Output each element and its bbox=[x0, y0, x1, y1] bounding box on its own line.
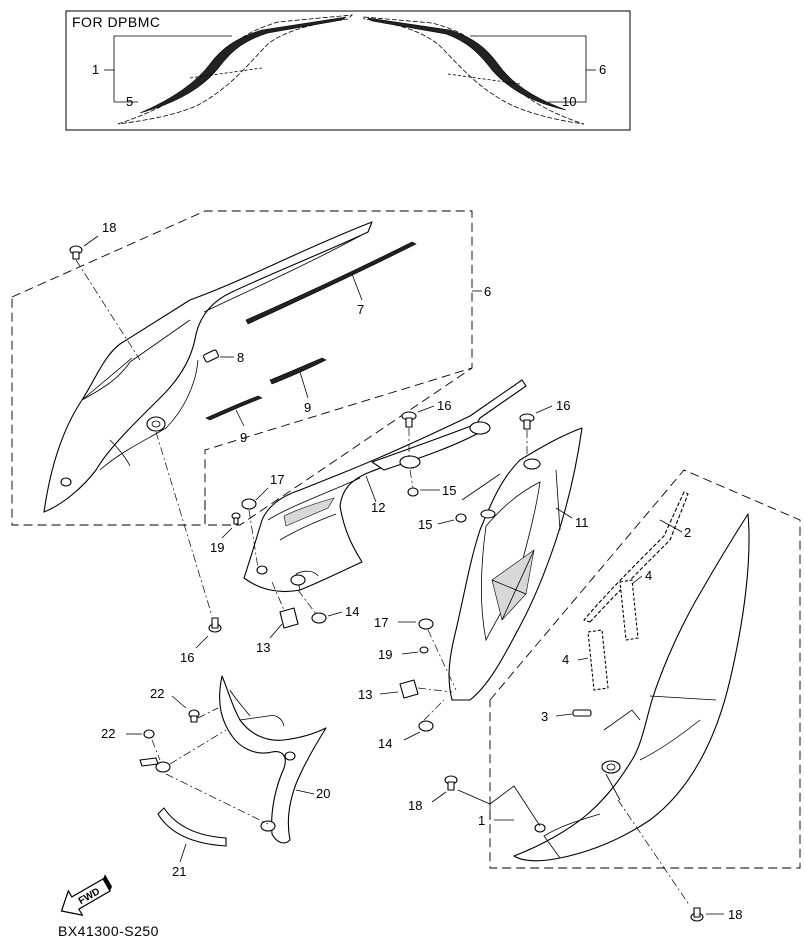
side-cover-upper-left bbox=[43, 221, 373, 513]
callout-16-c: 16 bbox=[180, 650, 194, 665]
callout-21: 21 bbox=[172, 864, 186, 879]
callout-4-a: 4 bbox=[645, 568, 652, 583]
clip-nut-13-b: 13 bbox=[358, 679, 453, 702]
bolt-16-b: 16 bbox=[519, 398, 570, 456]
callout-13-b: 13 bbox=[358, 687, 372, 702]
callout-1: 1 bbox=[478, 813, 485, 828]
bolt-16-a: 16 bbox=[401, 398, 451, 458]
callout-10: 10 bbox=[562, 94, 576, 109]
decal-9-a: 9 bbox=[269, 357, 327, 415]
bolt-16-lower: 16 bbox=[180, 617, 222, 665]
inset-decal-right bbox=[363, 16, 585, 125]
bolt-18-bottom: 18 bbox=[617, 799, 742, 922]
callout-20: 20 bbox=[316, 786, 330, 801]
decal-4-a: 4 bbox=[619, 568, 652, 641]
callout-1-group: 1 bbox=[478, 813, 514, 828]
inner-panel-11: 11 bbox=[448, 427, 589, 701]
decal-4-b: 4 bbox=[562, 629, 609, 691]
clip-22-b: 22 bbox=[101, 726, 161, 761]
decal-7: 7 bbox=[245, 241, 417, 325]
callout-3: 3 bbox=[541, 709, 548, 724]
decal-9-b: 9 bbox=[205, 395, 263, 445]
emblem-3: 3 bbox=[541, 709, 641, 731]
callout-14-a: 14 bbox=[345, 604, 359, 619]
fwd-label: FWD bbox=[77, 886, 102, 907]
callout-8: 8 bbox=[237, 350, 244, 365]
dashed-group-right bbox=[489, 469, 801, 869]
chain-line-16 bbox=[155, 431, 213, 617]
side-cover-lower-right bbox=[513, 513, 750, 862]
bolt-17-a: 17 bbox=[241, 472, 284, 569]
callout-19-b: 19 bbox=[378, 647, 392, 662]
callout-18-top: 18 bbox=[102, 220, 116, 235]
inset-box: FOR DPBMC 1 5 6 10 bbox=[65, 10, 631, 131]
screw-19-a: 19 bbox=[210, 512, 241, 555]
bolt-17-b: 17 bbox=[374, 615, 457, 691]
bracket-20: 20 bbox=[219, 675, 330, 844]
callout-15-a: 15 bbox=[442, 483, 456, 498]
grommet-lower-left bbox=[139, 729, 269, 825]
callout-18-mid: 18 bbox=[408, 798, 422, 813]
callout-22-a: 22 bbox=[150, 686, 164, 701]
dashed-group-upper: 6 bbox=[11, 210, 491, 526]
callout-6-inset: 6 bbox=[599, 62, 606, 77]
nut-15-a: 15 bbox=[407, 469, 456, 498]
inset-title: FOR DPBMC bbox=[72, 14, 161, 30]
callout-16-a: 16 bbox=[437, 398, 451, 413]
callout-19-a: 19 bbox=[210, 540, 224, 555]
callout-14-b: 14 bbox=[378, 736, 392, 751]
nut-15-b: 15 bbox=[418, 473, 501, 532]
clip-22-a: 22 bbox=[150, 686, 219, 723]
nut-14-a: 14 bbox=[297, 589, 359, 624]
callout-2: 2 bbox=[684, 525, 691, 540]
diagram-code: BX41300-S250 bbox=[58, 923, 159, 939]
grommet-hole-icon bbox=[146, 416, 166, 432]
bolt-18-mid: 18 bbox=[408, 775, 541, 827]
callout-17-a: 17 bbox=[270, 472, 284, 487]
callout-9-b: 9 bbox=[240, 430, 247, 445]
nut-14-b: 14 bbox=[378, 699, 445, 751]
callout-6: 6 bbox=[484, 284, 491, 299]
fwd-arrow-icon: FWD bbox=[60, 874, 112, 916]
inset-decal-left bbox=[117, 14, 354, 125]
callout-5: 5 bbox=[126, 94, 133, 109]
callout-12: 12 bbox=[371, 500, 385, 515]
decal-2: 2 bbox=[583, 491, 691, 623]
callout-13-a: 13 bbox=[256, 640, 270, 655]
dashed-link bbox=[204, 367, 473, 526]
callout-4-b: 4 bbox=[562, 652, 569, 667]
callout-11: 11 bbox=[575, 515, 589, 530]
emblem-8: 8 bbox=[203, 349, 244, 365]
screw-19-b: 19 bbox=[378, 646, 429, 662]
bolt-18-top: 18 bbox=[69, 220, 141, 361]
callout-1-inset: 1 bbox=[92, 62, 99, 77]
callout-16-b: 16 bbox=[556, 398, 570, 413]
callout-9-a: 9 bbox=[304, 400, 311, 415]
hose-21: 21 bbox=[157, 807, 227, 879]
clip-nut-13-a: 13 bbox=[256, 581, 299, 655]
inner-cover-12: 12 bbox=[243, 379, 527, 593]
callout-22-b: 22 bbox=[101, 726, 115, 741]
callout-7: 7 bbox=[357, 302, 364, 317]
callout-18-bottom: 18 bbox=[728, 907, 742, 922]
callout-15-b: 15 bbox=[418, 517, 432, 532]
callout-17-b: 17 bbox=[374, 615, 388, 630]
